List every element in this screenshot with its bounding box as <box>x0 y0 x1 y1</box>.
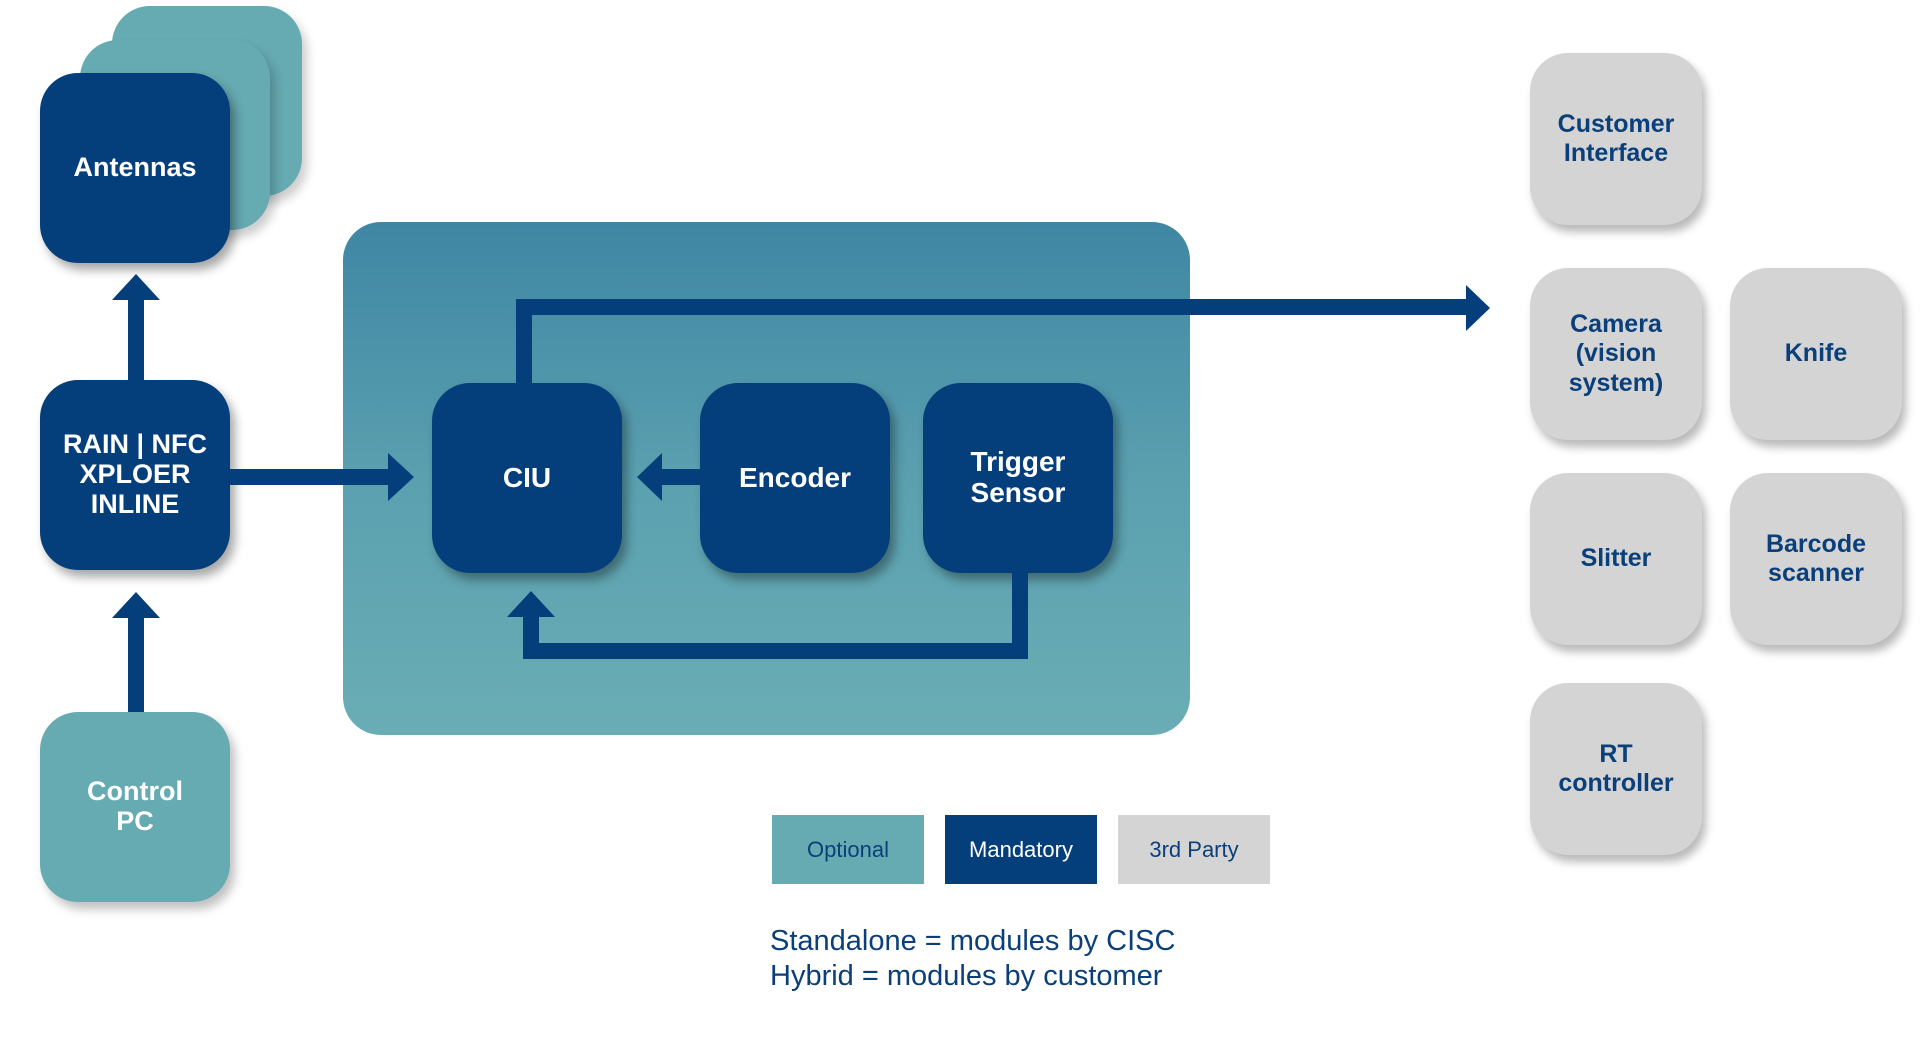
rt-controller-node: RT controller <box>1530 683 1702 855</box>
knife-node: Knife <box>1730 268 1902 440</box>
note-standalone: Standalone = modules by CISC <box>770 925 1176 957</box>
ciu-to-thirdparty-head <box>1466 285 1490 331</box>
pc-to-reader-head <box>112 592 160 618</box>
camera-node: Camera (vision system) <box>1530 268 1702 440</box>
ciu-node: CIU <box>432 383 622 573</box>
control-pc-node: Control PC <box>40 712 230 902</box>
customer-interface-node: Customer Interface <box>1530 53 1702 225</box>
antennas-node: Antennas <box>40 73 230 263</box>
trigger-sensor-node: Trigger Sensor <box>923 383 1113 573</box>
reader-node: RAIN | NFC XPLOER INLINE <box>40 380 230 570</box>
note-hybrid: Hybrid = modules by customer <box>770 960 1163 992</box>
legend-third-party: 3rd Party <box>1118 815 1270 884</box>
reader-to-antennas-shaft <box>128 300 144 380</box>
legend-optional: Optional <box>772 815 924 884</box>
encoder-node: Encoder <box>700 383 890 573</box>
reader-to-antennas-head <box>112 274 160 300</box>
pc-to-reader-shaft <box>128 618 144 712</box>
slitter-node: Slitter <box>1530 473 1702 645</box>
barcode-scanner-node: Barcode scanner <box>1730 473 1902 645</box>
legend-mandatory: Mandatory <box>945 815 1097 884</box>
